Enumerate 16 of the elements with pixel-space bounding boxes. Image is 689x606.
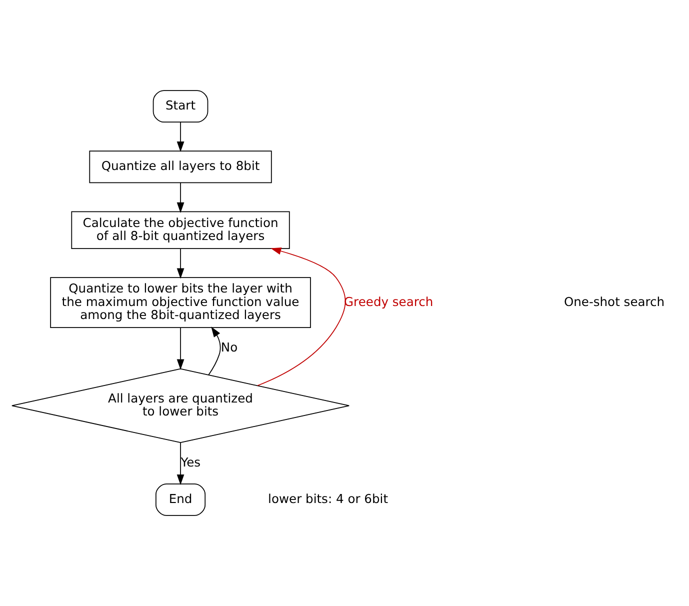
arrow bbox=[176, 327, 184, 370]
arrow bbox=[257, 248, 346, 386]
node-box: Quantize to lower bits the layer with the maximum objective function value among the 8bit-quantized layers bbox=[50, 277, 311, 328]
arrow bbox=[176, 182, 184, 213]
node-box: Quantize all layers to 8bit bbox=[89, 150, 272, 184]
node-diamond: All layers are quantized to lower bits bbox=[12, 368, 350, 444]
arrow bbox=[176, 248, 184, 279]
label: lower bits: 4 or 6bit bbox=[268, 492, 388, 506]
label: One-shot search bbox=[564, 294, 665, 309]
arrow bbox=[208, 326, 221, 376]
node-box: Start bbox=[152, 90, 208, 123]
arrow bbox=[176, 442, 184, 485]
node-box: End bbox=[156, 483, 206, 516]
arrow bbox=[176, 122, 184, 152]
edge-label: No bbox=[220, 340, 238, 354]
node-box: Calculate the objective function of all 8-bit quantized layers bbox=[71, 211, 290, 249]
